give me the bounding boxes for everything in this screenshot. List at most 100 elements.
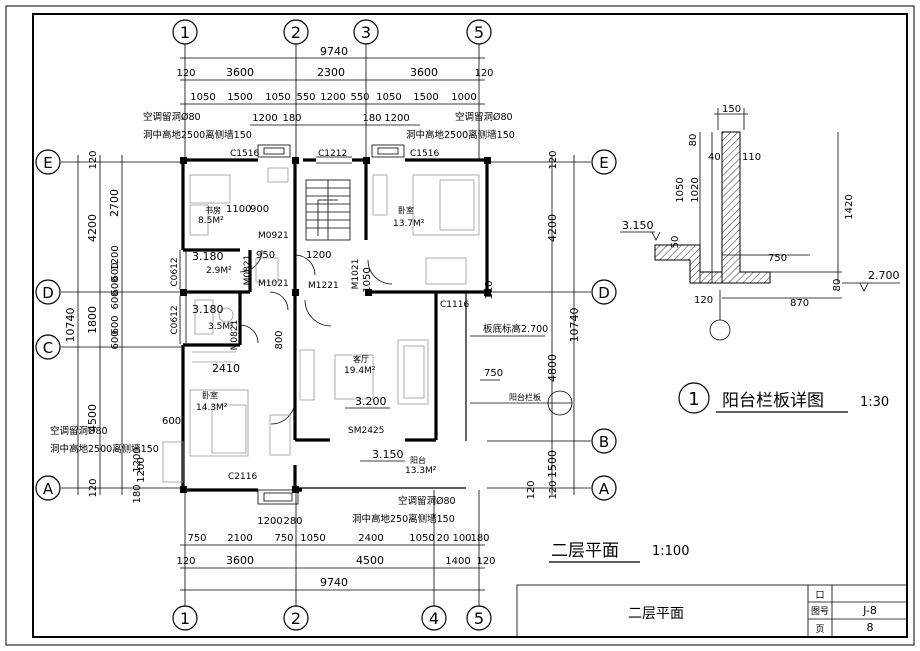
detail-dim-40: 40 [708,152,721,163]
detail-dim-80b: 80 [832,279,843,292]
misc-1100: 1100 [226,204,251,215]
title-block-sheet-value: J-8 [862,604,877,617]
detail-title: 阳台栏板详图 [722,391,824,411]
title-block-box-label: 口 [815,591,824,601]
ac-pos-note-bl: 洞中高地2500离侧墙150 [50,443,159,455]
detail-dim-150: 150 [722,104,741,115]
dim-bot-total: 9740 [320,576,348,589]
dim-right-o0: 120 [548,150,559,169]
detail-dim-870: 870 [790,298,809,309]
dim-top-r2-8: 1000 [451,92,476,103]
dim-bot-r1-3: 1050 [300,533,325,544]
dim-top-r1-3: 3600 [410,66,438,79]
dim-right-o4: 120 [548,480,559,499]
level-living: 3.200 [355,395,387,408]
dim-right-o2: 4800 [546,354,559,382]
dim-left-i0: 2700 [108,189,121,217]
title-block: 二层平面 口 图号 J-8 页 8 [516,584,908,638]
dim-left-o0: 120 [88,150,99,169]
misc-600: 600 [162,416,181,427]
dim-bot-r1-0: 750 [187,533,206,544]
rail-note: 阳台栏板 [509,392,541,402]
room-labels: 书房 8.5M² 卧室 13.7M² 2.9M² 3.5M² 客厅 19.4M²… [196,205,437,476]
detail-dim-750: 750 [768,253,787,264]
axis-right-B: B [599,433,609,451]
dim-top-r1-0: 120 [176,68,195,79]
room-balcony-name: 阳台 [410,455,426,465]
label-m0921: M0921 [258,231,289,241]
detail-dim-50: 50 [670,236,681,249]
label-m0821-b: M0821 [230,320,240,351]
dim-bot-r2-1: 3600 [226,554,254,567]
interior-dims: 1100 900 950 1200 1050 800 2410 600 1200 [136,204,373,483]
dim-left-i8: 180 [132,484,143,503]
dim-bot-r1-4: 2400 [358,533,383,544]
label-c0612-b: C0612 [170,305,180,334]
dim-left-i1: 1200 [110,245,121,270]
axis-bot-5: 5 [474,609,484,628]
detail-dim-80a: 80 [688,134,699,147]
misc-1200b: 1200 [136,457,147,482]
dim-bot-r1-2: 750 [274,533,293,544]
dim-bot-r1-8: 180 [470,533,489,544]
detail-level-2700: 2.700 [868,269,900,282]
dim-bot-r3-1: 280 [283,516,302,527]
detail-scale: 1:30 [860,395,889,410]
dim-top-r2-3: 550 [296,92,315,103]
room-bed2-name: 卧室 [202,390,218,400]
ac-pos-note-br: 洞中高地250离侧墙150 [352,513,455,525]
opening-labels: C1516 C1212 C1516 C0612 C0612 C1116 C211… [170,149,469,482]
misc-1050v: 1050 [362,267,373,292]
windows [179,144,405,505]
axis-bot-4: 4 [429,609,439,628]
title-block-drawing-name: 二层平面 [628,606,684,622]
room-living-area: 19.4M² [344,366,376,376]
title-block-sheet-label: 图号 [811,606,829,617]
misc-950: 950 [256,250,275,261]
detail-dim-110: 110 [742,152,761,163]
dim-right-o1: 4200 [546,214,559,242]
axis-top-5: 5 [474,23,484,42]
structural-columns [180,157,491,493]
level-balcony: 3.150 [372,448,404,461]
stair [305,179,351,241]
detail-dim-120: 120 [694,295,713,306]
detail-level-3150: 3.150 [622,219,654,232]
level-marks: 3.180 3.180 3.200 3.150 板底标高2.700 [192,250,548,462]
misc-900: 900 [250,204,269,215]
room-bath1-area: 2.9M² [206,266,232,276]
left-grid-axes: E D C A [35,149,182,501]
dim-top-r3-2: 180 [362,113,381,124]
ac-pos-note-tl: 洞中高地2500离侧墙150 [143,129,252,141]
dim-top-r2-5: 550 [350,92,369,103]
dim-top-total: 9740 [320,45,348,58]
dim-top-r2-1: 1500 [227,92,252,103]
dim-left-o3: 4500 [86,404,99,432]
dim-left-i3: 600 [110,276,121,295]
outer-frame [5,5,915,646]
axis-right-A: A [599,480,610,498]
dim-top-r2-7: 1500 [413,92,438,103]
dim-left-o1: 4200 [86,214,99,242]
axis-top-1: 1 [180,23,190,42]
room-bath2-area: 3.5M² [208,322,234,332]
dim-left-o2: 1800 [86,306,99,334]
dim-bot-r1-7: 100 [452,533,471,544]
dim-left-i2: 600 [110,262,121,281]
ac-pos-note-tr: 洞中高地2500离侧墙150 [406,129,515,141]
misc-1200: 1200 [306,250,331,261]
ac-hole-note-tl: 空调留洞Ø80 [143,111,201,123]
level-bath-a: 3.180 [192,250,224,263]
axis-top-3: 3 [361,23,371,42]
dim-left-i5: 600 [110,315,121,334]
inner-frame [32,13,908,638]
label-m1021-b: M1021 [351,259,361,290]
label-c1212: C1212 [318,149,347,159]
door-swings [239,249,393,425]
ac-hole-note-tr: 空调留洞Ø80 [455,111,513,123]
level-bath-b: 3.180 [192,303,224,316]
dim-left-i6: 600 [110,330,121,349]
dim-bot-r3-0: 1200 [257,516,282,527]
dim-top-r2-0: 1050 [190,92,215,103]
